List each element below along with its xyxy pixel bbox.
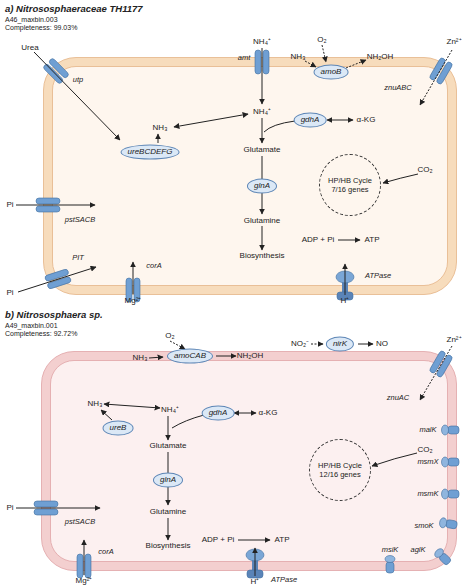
metabolite-label: H⁺ bbox=[251, 578, 260, 586]
enzyme-oval: amoB bbox=[314, 65, 349, 80]
metabolite-label: CO₂ bbox=[417, 166, 432, 174]
metabolite-label: Pi bbox=[6, 504, 13, 512]
enzyme-oval: gdhA bbox=[294, 113, 327, 128]
gene-name: amoCAB bbox=[174, 352, 206, 361]
gene-name: glnA bbox=[160, 476, 176, 485]
metabolite-label: ATP bbox=[275, 536, 290, 544]
metabolite-label: Mg²⁺ bbox=[76, 577, 93, 585]
enzyme-oval: glnA bbox=[153, 473, 183, 488]
metabolite-label: α-KG bbox=[259, 409, 278, 417]
gene-label: znuAC bbox=[387, 394, 410, 402]
metabolite-label: Glutamine bbox=[150, 508, 186, 516]
gene-label: smoK bbox=[414, 522, 433, 530]
gene-name: amoB bbox=[321, 68, 342, 77]
gene-label: malK bbox=[419, 426, 436, 434]
pathway-text: HP/HB Cycle bbox=[328, 176, 372, 185]
metabolite-label: Mg²⁺ bbox=[125, 297, 142, 305]
metabolite-label: O₂ bbox=[165, 332, 174, 340]
pathway-text: 7/16 genes bbox=[331, 185, 368, 194]
metabolite-label: Zn²⁺ bbox=[447, 336, 462, 344]
metabolite-label: Glutamate bbox=[150, 442, 187, 450]
metabolite-label: H⁺ bbox=[341, 297, 350, 305]
gene-label: ATPase bbox=[365, 272, 391, 280]
metabolite-label: CO₂ bbox=[417, 446, 432, 454]
gene-label: znuABC bbox=[384, 84, 412, 92]
metabolite-label: NH₃ bbox=[153, 124, 168, 132]
enzyme-oval: glnA bbox=[247, 179, 277, 194]
metabolite-label: NH₄⁺ bbox=[253, 38, 271, 46]
metabolite-label: Zn²⁺ bbox=[447, 38, 462, 46]
metabolite-label: NH₂OH bbox=[237, 352, 264, 360]
metabolite-label: Pi bbox=[6, 201, 13, 209]
gene-label: msmX bbox=[417, 458, 438, 466]
gene-label: msiK bbox=[382, 546, 399, 554]
metabolite-label: NO₂⁻ bbox=[291, 340, 309, 348]
enzyme-oval: ureB bbox=[103, 421, 134, 436]
cell-panel: b) Nitrososphaera sp. A49_maxbin.001 Comp… bbox=[0, 306, 467, 588]
metabolite-label: NH₄⁺ bbox=[253, 108, 271, 116]
gene-label: msmK bbox=[417, 490, 438, 498]
gene-label: amt bbox=[238, 54, 251, 62]
gene-label: corA bbox=[146, 262, 161, 270]
gene-label: pstSACB bbox=[65, 216, 95, 224]
panel-title: b) Nitrososphaera sp. bbox=[5, 309, 103, 320]
metabolite-label: NH₄⁺ bbox=[161, 406, 179, 414]
gene-name: nirK bbox=[333, 340, 347, 349]
metabolite-label: ATP bbox=[365, 236, 380, 244]
metabolite-label: α-KG bbox=[357, 116, 376, 124]
panel-title: a) Nitrososphaeraceae TH1177 bbox=[5, 3, 143, 14]
metabolite-label: Biosynthesis bbox=[146, 542, 191, 550]
cell-membrane bbox=[42, 58, 457, 571]
metabolite-label: Biosynthesis bbox=[240, 252, 285, 260]
metabolite-label: Pi bbox=[6, 289, 13, 297]
gene-label: pstSACB bbox=[65, 518, 95, 526]
panel-subtitle: A46_maxbin.003 Completeness: 99.03% bbox=[5, 16, 87, 33]
gene-name: glnA bbox=[254, 182, 270, 191]
metabolite-label: ADP + Pi bbox=[302, 236, 335, 244]
gene-name: gdhA bbox=[209, 409, 228, 418]
enzyme-oval: amoCAB bbox=[167, 349, 213, 364]
pathway-text: 12/16 genes bbox=[319, 470, 360, 479]
metabolite-label: NO bbox=[376, 340, 388, 348]
metabolite-label: NH₃ bbox=[291, 53, 306, 61]
gene-label: utp bbox=[73, 76, 83, 84]
gene-label: corA bbox=[98, 548, 113, 556]
cell-panel: a) Nitrososphaeraceae TH1177A46_maxbin.0… bbox=[0, 0, 467, 300]
pathway-circle: HP/HB Cycle12/16 genes bbox=[309, 439, 371, 501]
metabolite-label: Urea bbox=[21, 44, 38, 52]
metabolite-label: Glutamine bbox=[244, 217, 280, 225]
pathway-text: HP/HB Cycle bbox=[318, 461, 362, 470]
gene-label: PIT bbox=[72, 254, 84, 262]
gene-label: ATPase bbox=[271, 576, 297, 584]
gene-name: ureB bbox=[110, 424, 127, 433]
gene-name: ureBCDEFG bbox=[128, 148, 173, 157]
metabolite-label: NH₂OH bbox=[367, 53, 394, 61]
metabolite-label: NH₃ bbox=[88, 400, 103, 408]
pathway-circle: HP/HB Cycle7/16 genes bbox=[319, 154, 381, 216]
metabolite-label: O₂ bbox=[317, 36, 326, 44]
enzyme-oval: ureBCDEFG bbox=[121, 145, 180, 160]
gene-name: gdhA bbox=[301, 116, 320, 125]
panel-subtitle: A49_maxbin.001 Completeness: 92.72% bbox=[5, 322, 87, 339]
enzyme-oval: nirK bbox=[326, 337, 354, 352]
metabolite-label: ADP + Pi bbox=[202, 536, 235, 544]
enzyme-oval: gdhA bbox=[202, 406, 235, 421]
metabolite-label: Glutamate bbox=[244, 146, 281, 154]
metabolite-label: NH₃ bbox=[133, 354, 148, 362]
gene-label: aglK bbox=[410, 546, 425, 554]
